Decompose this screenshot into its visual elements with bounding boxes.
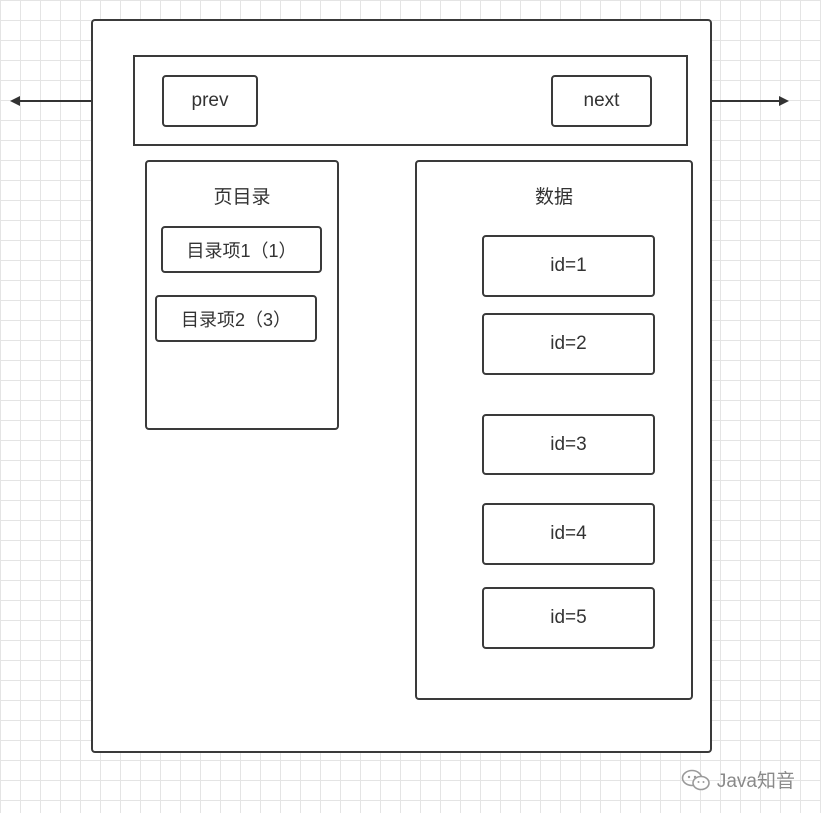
record-3: id=3 — [482, 414, 655, 475]
record-1: id=1 — [482, 235, 655, 297]
next-pointer: next — [551, 75, 652, 127]
directory-item-2: 目录项2（3） — [155, 295, 317, 342]
directory-item-1: 目录项1（1） — [161, 226, 322, 273]
page-directory-title: 页目录 — [213, 187, 271, 208]
wechat-icon — [681, 769, 710, 790]
watermark: Java知音 — [681, 766, 795, 793]
record-5: id=5 — [482, 587, 655, 649]
watermark-text: Java知音 — [716, 771, 795, 792]
data-section-title: 数据 — [534, 187, 573, 208]
prev-pointer: prev — [162, 75, 258, 127]
record-2: id=2 — [482, 313, 655, 375]
record-4: id=4 — [482, 503, 655, 565]
